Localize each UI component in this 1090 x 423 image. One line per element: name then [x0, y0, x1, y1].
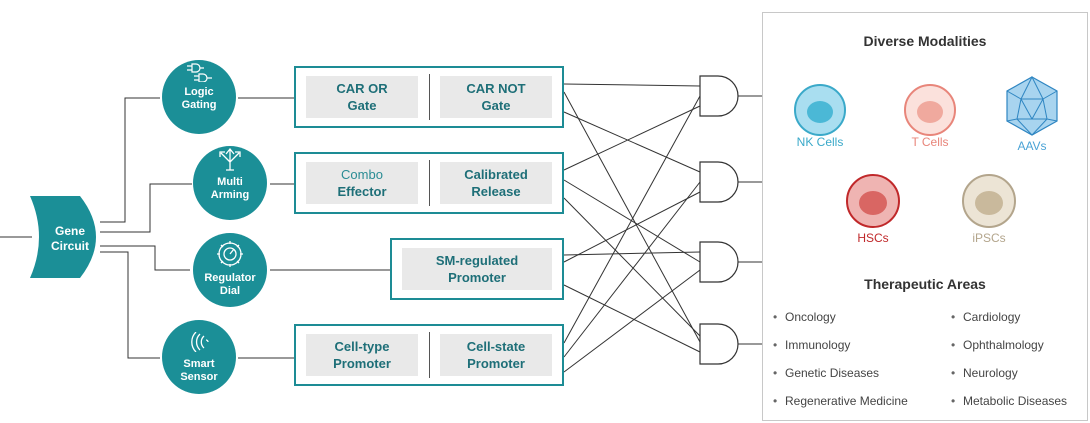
nk-cells-label: NK Cells [796, 135, 844, 149]
area-item: •Immunology [773, 338, 851, 352]
area-item: •Neurology [951, 366, 1018, 380]
modalities-panel: Diverse Modalities NK Cells T Cells AAVs… [762, 12, 1088, 421]
area-item: •Regenerative Medicine [773, 394, 908, 408]
signal-waves-icon [191, 332, 209, 352]
hscs-label: HSCs [857, 231, 889, 245]
area-item: •Ophthalmology [951, 338, 1044, 352]
logic-gates-icon [187, 63, 212, 82]
aav-icon [1006, 75, 1058, 136]
area-item: •Metabolic Diseases [951, 394, 1068, 408]
divider [429, 160, 430, 206]
divider [429, 332, 430, 378]
t-cell-icon [904, 84, 956, 136]
area-item: •Genetic Diseases [773, 366, 880, 380]
nk-cell-icon [794, 84, 846, 136]
t-cells-label: T Cells [911, 135, 949, 149]
divider [429, 74, 430, 120]
ipsc-icon [962, 174, 1016, 228]
ipscs-label: iPSCs [972, 231, 1006, 245]
area-item: •Cardiology [951, 310, 1021, 324]
dial-icon [217, 241, 243, 267]
hsc-icon [846, 174, 900, 228]
modalities-title: Diverse Modalities [863, 33, 987, 49]
therapeutic-areas-title: Therapeutic Areas [864, 276, 986, 292]
multi-arrows-icon [219, 147, 241, 171]
area-item: •Oncology [773, 310, 836, 324]
aavs-label: AAVs [1017, 139, 1047, 153]
